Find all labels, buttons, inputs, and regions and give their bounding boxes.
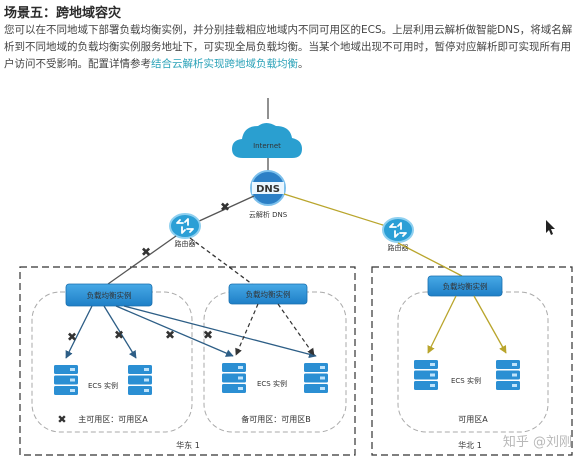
zone-a-north-label: 可用区A <box>458 415 488 424</box>
region-east-label: 华东 1 <box>176 440 200 450</box>
connector-arrow <box>65 305 93 359</box>
page-heading: 场景五：跨地域容灾 <box>4 6 122 21</box>
fail-mark-icon: ✖ <box>114 328 124 342</box>
region-east-box <box>19 266 356 456</box>
paragraph-line-1: 您可以在不同地域下部署负载均衡实例，并分别挂载相应地域内不同可用区的ECS。上层… <box>4 24 573 36</box>
zone-backup-box <box>203 291 347 433</box>
paragraph-line-2: 析到不同地域的负载均衡实例服务地址下，可实现全局负载均衡。当某个地域出现不可用时… <box>4 41 571 53</box>
fail-mark-icon: ✖ <box>67 330 77 344</box>
zone-a-north-box <box>397 291 549 433</box>
connector-line <box>283 193 387 227</box>
zone-primary-label: 主可用区：可用区A <box>78 414 148 424</box>
region-north-box <box>371 266 573 456</box>
ecs-server-icon <box>496 360 520 390</box>
reference-link[interactable]: 结合云解析实现跨地域负载均衡 <box>151 58 298 70</box>
slb-primary <box>65 283 153 307</box>
router-north-label: 路由器 <box>388 243 409 252</box>
dns-text: DNS <box>256 184 280 195</box>
region-north-label: 华北 1 <box>458 440 482 450</box>
connector-arrow <box>123 305 317 359</box>
mouse-cursor-icon <box>546 220 555 235</box>
zone-primary-fail-icon: ✖ <box>57 413 66 426</box>
connector-arrow <box>277 303 315 356</box>
ecs-server-icon <box>222 363 246 393</box>
slb-north <box>427 275 503 297</box>
description-paragraph: 您可以在不同地域下部署负载均衡实例，并分别挂载相应地域内不同可用区的ECS。上层… <box>4 22 582 73</box>
ecs-server-icon <box>414 360 438 390</box>
fail-mark-icon: ✖ <box>165 328 175 342</box>
fail-mark-icon: ✖ <box>141 245 151 259</box>
connector-arrow <box>427 295 457 354</box>
ecs-label-backup: ECS 实例 <box>257 379 287 388</box>
connector-line <box>397 242 463 277</box>
zone-backup-label: 备可用区：可用区B <box>241 414 311 424</box>
ecs-label-primary: ECS 实例 <box>88 381 118 390</box>
paragraph-line-3: 户访问不受影响。配置详情参考结合云解析实现跨地域负载均衡。 <box>4 56 582 73</box>
connector-line <box>189 237 253 285</box>
connector-line <box>107 235 177 285</box>
ecs-server-icon <box>128 365 152 395</box>
internet-cloud-icon <box>232 123 302 158</box>
dns-label: 云解析 DNS <box>249 210 288 219</box>
connector-arrow <box>235 303 259 356</box>
watermark: 知乎 @刘刚 <box>502 435 572 450</box>
slb-backup-label: 负载均衡实例 <box>246 289 291 299</box>
paragraph-line-3-suffix: 。 <box>298 58 309 70</box>
fail-mark-icon: ✖ <box>220 200 230 214</box>
slb-primary-label: 负载均衡实例 <box>87 290 132 300</box>
ecs-server-icon <box>304 363 328 393</box>
router-east-label: 路由器 <box>175 239 196 248</box>
internet-label: Internet <box>253 142 281 150</box>
dns-icon <box>250 170 286 206</box>
connector-arrow <box>115 305 234 357</box>
router-north-icon <box>382 217 414 243</box>
connector-arrow <box>103 305 137 359</box>
fail-mark-icon: ✖ <box>203 328 213 342</box>
slb-north-label: 负载均衡实例 <box>443 281 488 291</box>
connector-line <box>196 195 255 223</box>
router-east-icon <box>169 213 201 239</box>
connector-arrow <box>473 295 507 354</box>
slb-backup <box>228 283 308 305</box>
paragraph-line-3-prefix: 户访问不受影响。配置详情参考 <box>4 58 151 70</box>
zone-primary-box <box>31 291 193 433</box>
ecs-server-icon <box>54 365 78 395</box>
ecs-label-north: ECS 实例 <box>451 376 481 385</box>
